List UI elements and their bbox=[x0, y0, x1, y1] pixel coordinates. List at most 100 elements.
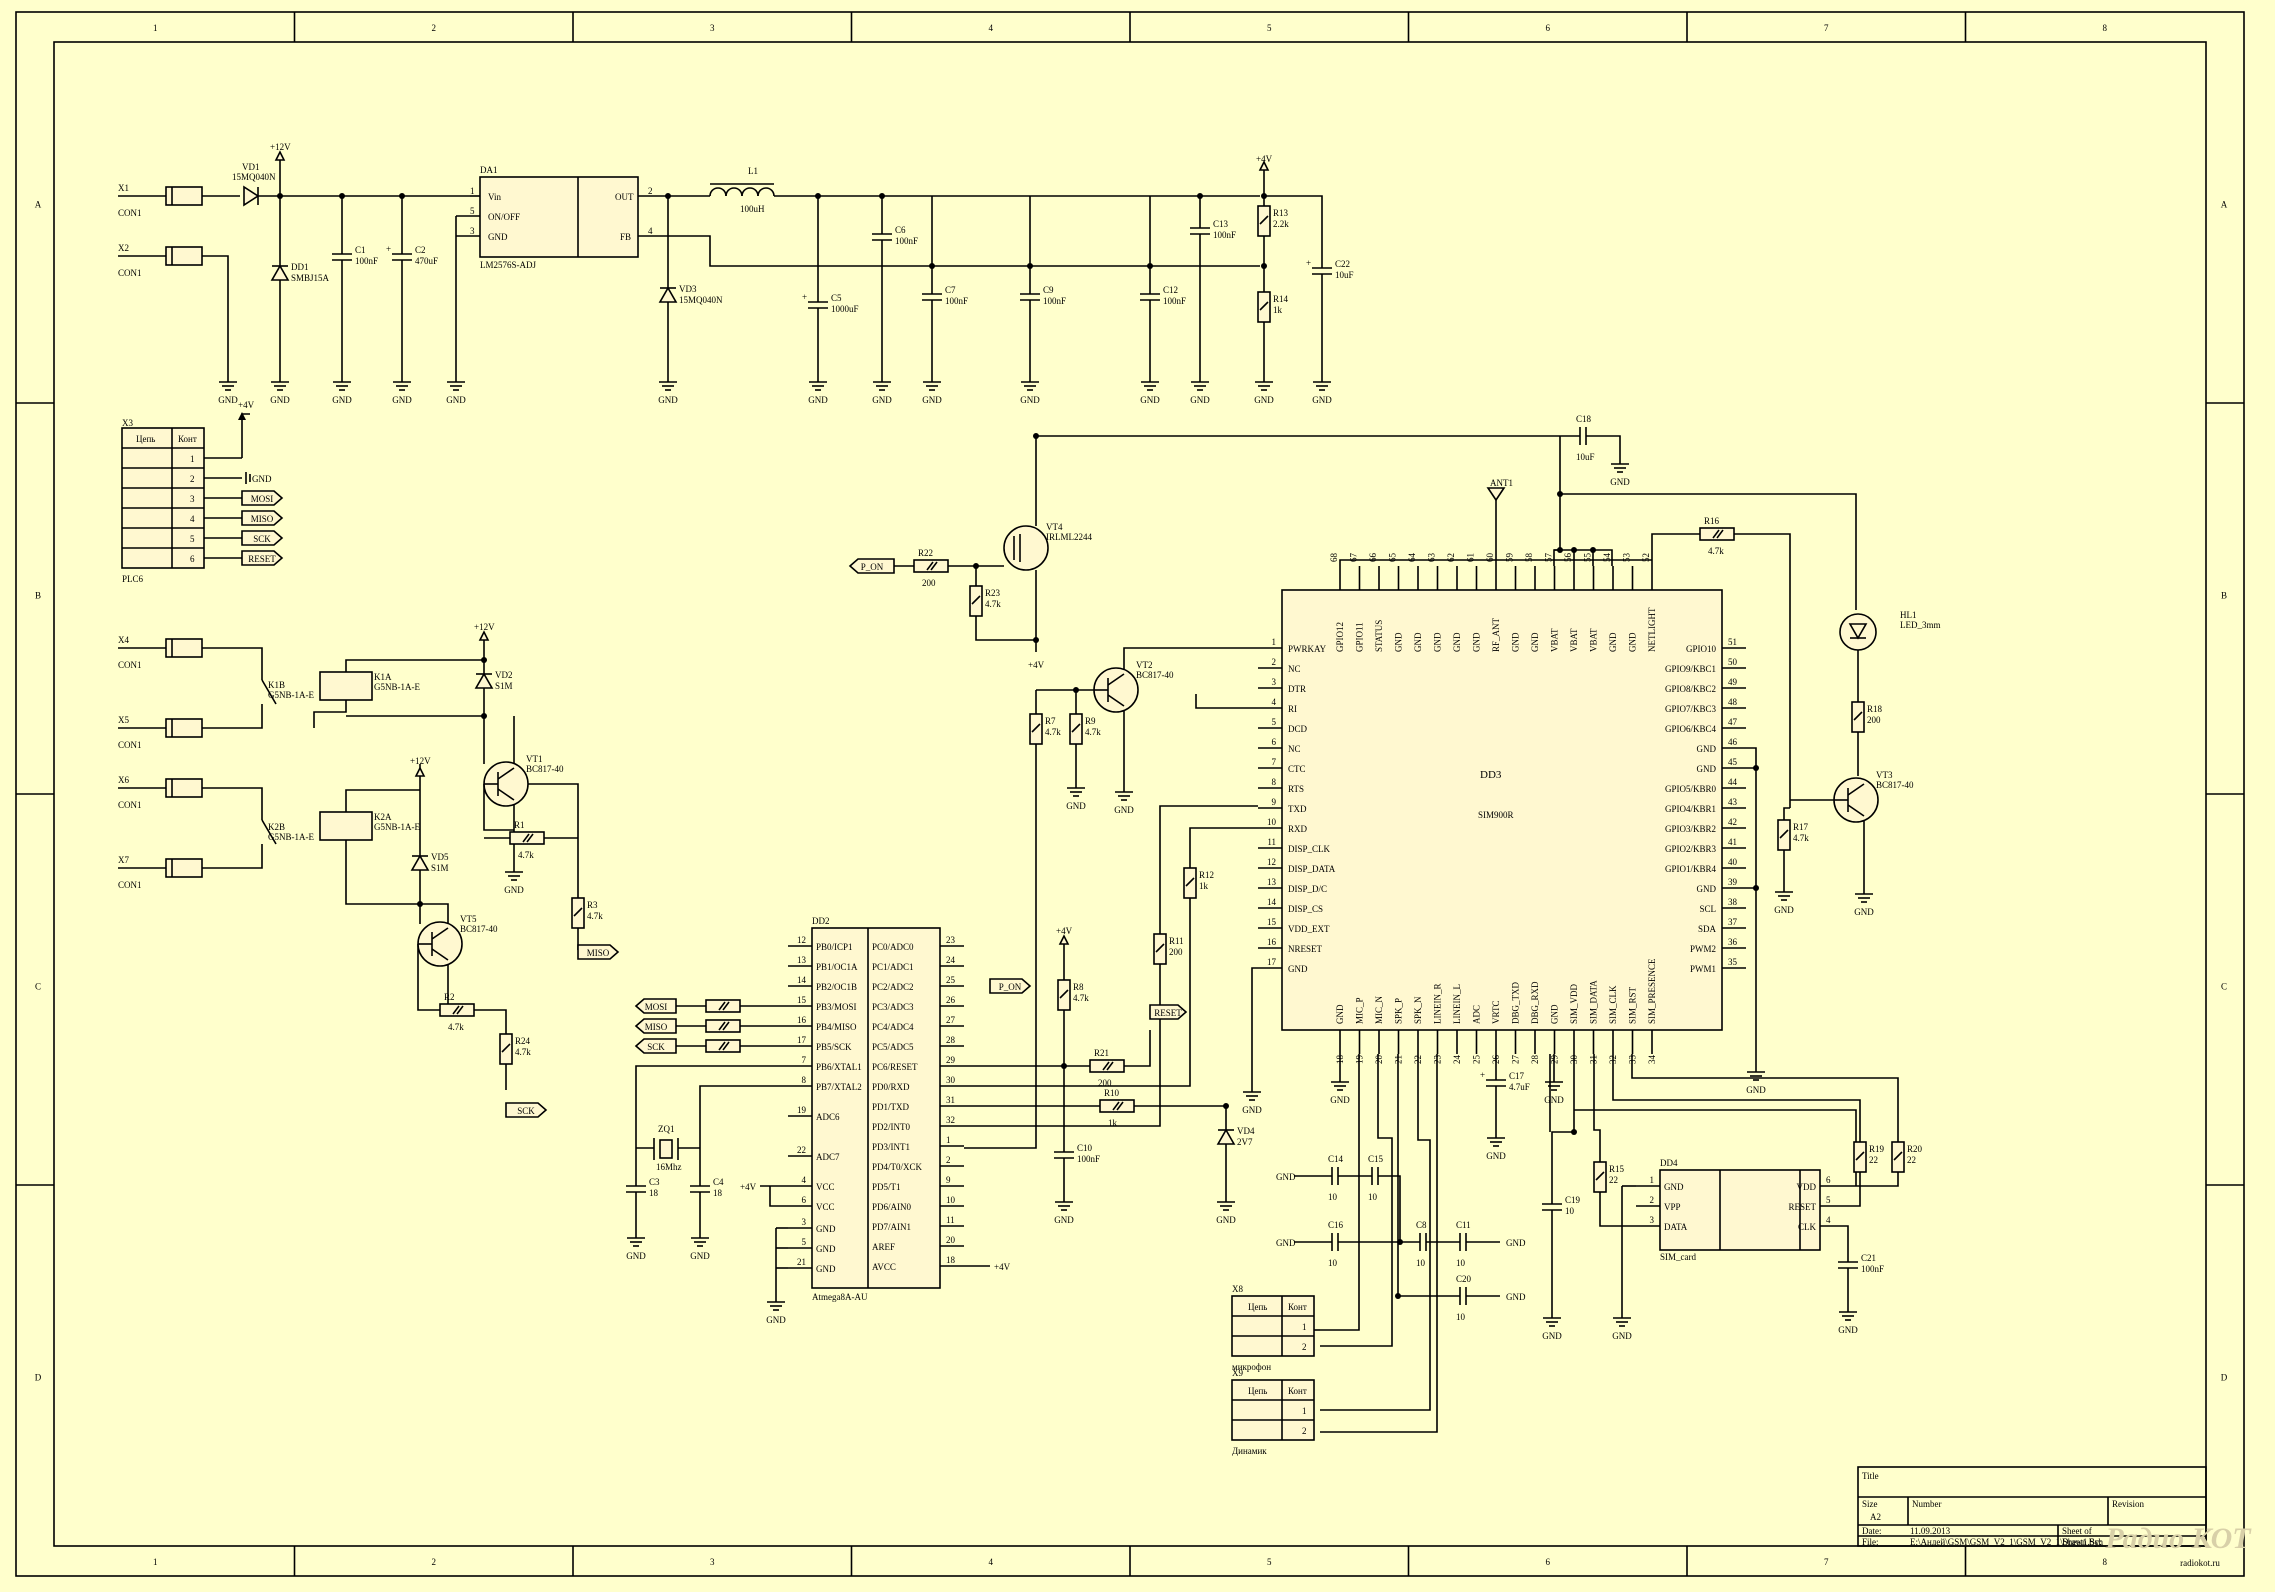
pin-name: VPP bbox=[1664, 1202, 1681, 1212]
resistor-ref: R15 bbox=[1609, 1164, 1625, 1174]
drawn-label: Drawn By: bbox=[2062, 1537, 2102, 1547]
wire bbox=[1264, 195, 1323, 268]
transistor-collector bbox=[497, 767, 515, 780]
pin-number: 30 bbox=[946, 1075, 956, 1085]
ic-ref: DD2 bbox=[812, 916, 830, 926]
connector-body bbox=[165, 246, 203, 266]
pin-name: SIM_RST bbox=[1628, 986, 1638, 1024]
pin-number: 1 bbox=[1650, 1175, 1655, 1185]
pin-number: 1 bbox=[470, 186, 475, 196]
relay-coil-k1a bbox=[319, 671, 373, 701]
capacitor-ref: C13 bbox=[1213, 219, 1229, 229]
pin-number: 16 bbox=[797, 1015, 807, 1025]
pin-name: GND bbox=[1664, 1182, 1684, 1192]
pin-name: SCL bbox=[1699, 904, 1716, 914]
net-label: MISO bbox=[645, 1022, 668, 1032]
connector-ref: X5 bbox=[118, 715, 129, 725]
net-flag bbox=[241, 550, 284, 566]
gnd-label: GND bbox=[1610, 477, 1630, 487]
transistor-part: BC817-40 bbox=[1136, 670, 1174, 680]
pin-number: 2 bbox=[1272, 657, 1277, 667]
net-label: SCK bbox=[647, 1042, 665, 1052]
sheet-label: Sheet of bbox=[2062, 1526, 2092, 1536]
gnd-label: GND bbox=[1020, 395, 1040, 405]
resistor-ref: R22 bbox=[918, 548, 933, 558]
capacitor-ref: C21 bbox=[1861, 1253, 1876, 1263]
inductor-value: 100uH bbox=[740, 204, 765, 214]
pin-number: 6 bbox=[1826, 1175, 1831, 1185]
resistor-mark bbox=[526, 833, 534, 843]
pin-number: 26 bbox=[1491, 1055, 1501, 1065]
resistor-ref: R14 bbox=[1273, 294, 1289, 304]
inductor-coil bbox=[757, 187, 775, 197]
pin-name: PD1/TXD bbox=[872, 1102, 910, 1112]
pin-name: GPIO12 bbox=[1335, 622, 1345, 652]
capacitor-ref: C9 bbox=[1043, 285, 1054, 295]
pin-number: 29 bbox=[946, 1055, 956, 1065]
relay-part: G5NB-1A-E bbox=[374, 682, 420, 692]
wire bbox=[1378, 1175, 1420, 1243]
pin-name: PC4/ADC4 bbox=[872, 1022, 914, 1032]
resistor-value: 4.7k bbox=[518, 850, 534, 860]
wire bbox=[202, 255, 229, 370]
polarity-mark: + bbox=[1306, 258, 1311, 268]
net-flag bbox=[848, 558, 895, 574]
pin-number: 64 bbox=[1407, 553, 1417, 563]
pin-number: 1 bbox=[1302, 1322, 1307, 1332]
column-label-top: 4 bbox=[989, 23, 994, 33]
diode bbox=[270, 264, 290, 281]
resistor-value: 4.7k bbox=[587, 911, 603, 921]
junction-dot bbox=[973, 563, 979, 569]
gnd-label: GND bbox=[1854, 907, 1874, 917]
row-label-left: D bbox=[35, 1373, 42, 1383]
diode-part: 15MQ040N bbox=[232, 172, 276, 182]
pin-number: 3 bbox=[1650, 1215, 1655, 1225]
wire bbox=[1599, 1192, 1636, 1227]
column-label-top: 2 bbox=[432, 23, 437, 33]
transistor-ref: VT2 bbox=[1136, 660, 1153, 670]
capacitor-value: 470uF bbox=[415, 256, 438, 266]
pin-name: PD4/T0/XCK bbox=[872, 1162, 923, 1172]
resistor-mark bbox=[926, 561, 934, 571]
inductor-ref: L1 bbox=[748, 166, 758, 176]
pin-name: GND bbox=[1530, 632, 1540, 652]
column-label-bottom: 6 bbox=[1546, 1557, 1551, 1567]
resistor-value: 4.7k bbox=[515, 1047, 531, 1057]
capacitor-value: 100nF bbox=[1043, 296, 1066, 306]
row-label-left: C bbox=[35, 982, 41, 992]
power-label: +4V bbox=[1056, 926, 1073, 936]
pin-number: 19 bbox=[797, 1105, 807, 1115]
junction-dot bbox=[1571, 1129, 1577, 1135]
pin-name: TXD bbox=[1288, 804, 1307, 814]
pin-number: 9 bbox=[1272, 797, 1277, 807]
gnd-label: GND bbox=[332, 395, 352, 405]
capacitor-value: 10 bbox=[1368, 1192, 1378, 1202]
pin-name: GND bbox=[1394, 632, 1404, 652]
power-arrow bbox=[478, 630, 490, 641]
pin-number: 66 bbox=[1368, 553, 1378, 563]
resistor-value: 22 bbox=[1907, 1155, 1916, 1165]
pin-number: 31 bbox=[1589, 1055, 1599, 1064]
net-label: MOSI bbox=[251, 494, 274, 504]
ic-part: Atmega8A-AU bbox=[812, 1292, 868, 1302]
wire bbox=[1631, 1054, 1899, 1142]
pin-number: 21 bbox=[1394, 1055, 1404, 1064]
resistor-ref: R2 bbox=[444, 992, 455, 1002]
connector-table bbox=[1231, 1379, 1315, 1441]
wire bbox=[1195, 694, 1258, 709]
pin-number: 7 bbox=[802, 1055, 807, 1065]
pin-number: 17 bbox=[797, 1035, 807, 1045]
gnd-label: GND bbox=[1140, 395, 1160, 405]
pin-number: 15 bbox=[797, 995, 807, 1005]
connector-ref: X8 bbox=[1232, 1284, 1243, 1294]
pin-name: RF_ANT bbox=[1491, 617, 1501, 652]
pin-number: 12 bbox=[1267, 857, 1276, 867]
pin-number: 7 bbox=[1272, 757, 1277, 767]
pin-number: 2 bbox=[1302, 1342, 1307, 1352]
row-label-right: A bbox=[2221, 200, 2228, 210]
column-label-top: 8 bbox=[2103, 23, 2108, 33]
capacitor-ref: C8 bbox=[1416, 1220, 1427, 1230]
pin-name: NRESET bbox=[1288, 944, 1323, 954]
crystal-ref: ZQ1 bbox=[658, 1124, 675, 1134]
